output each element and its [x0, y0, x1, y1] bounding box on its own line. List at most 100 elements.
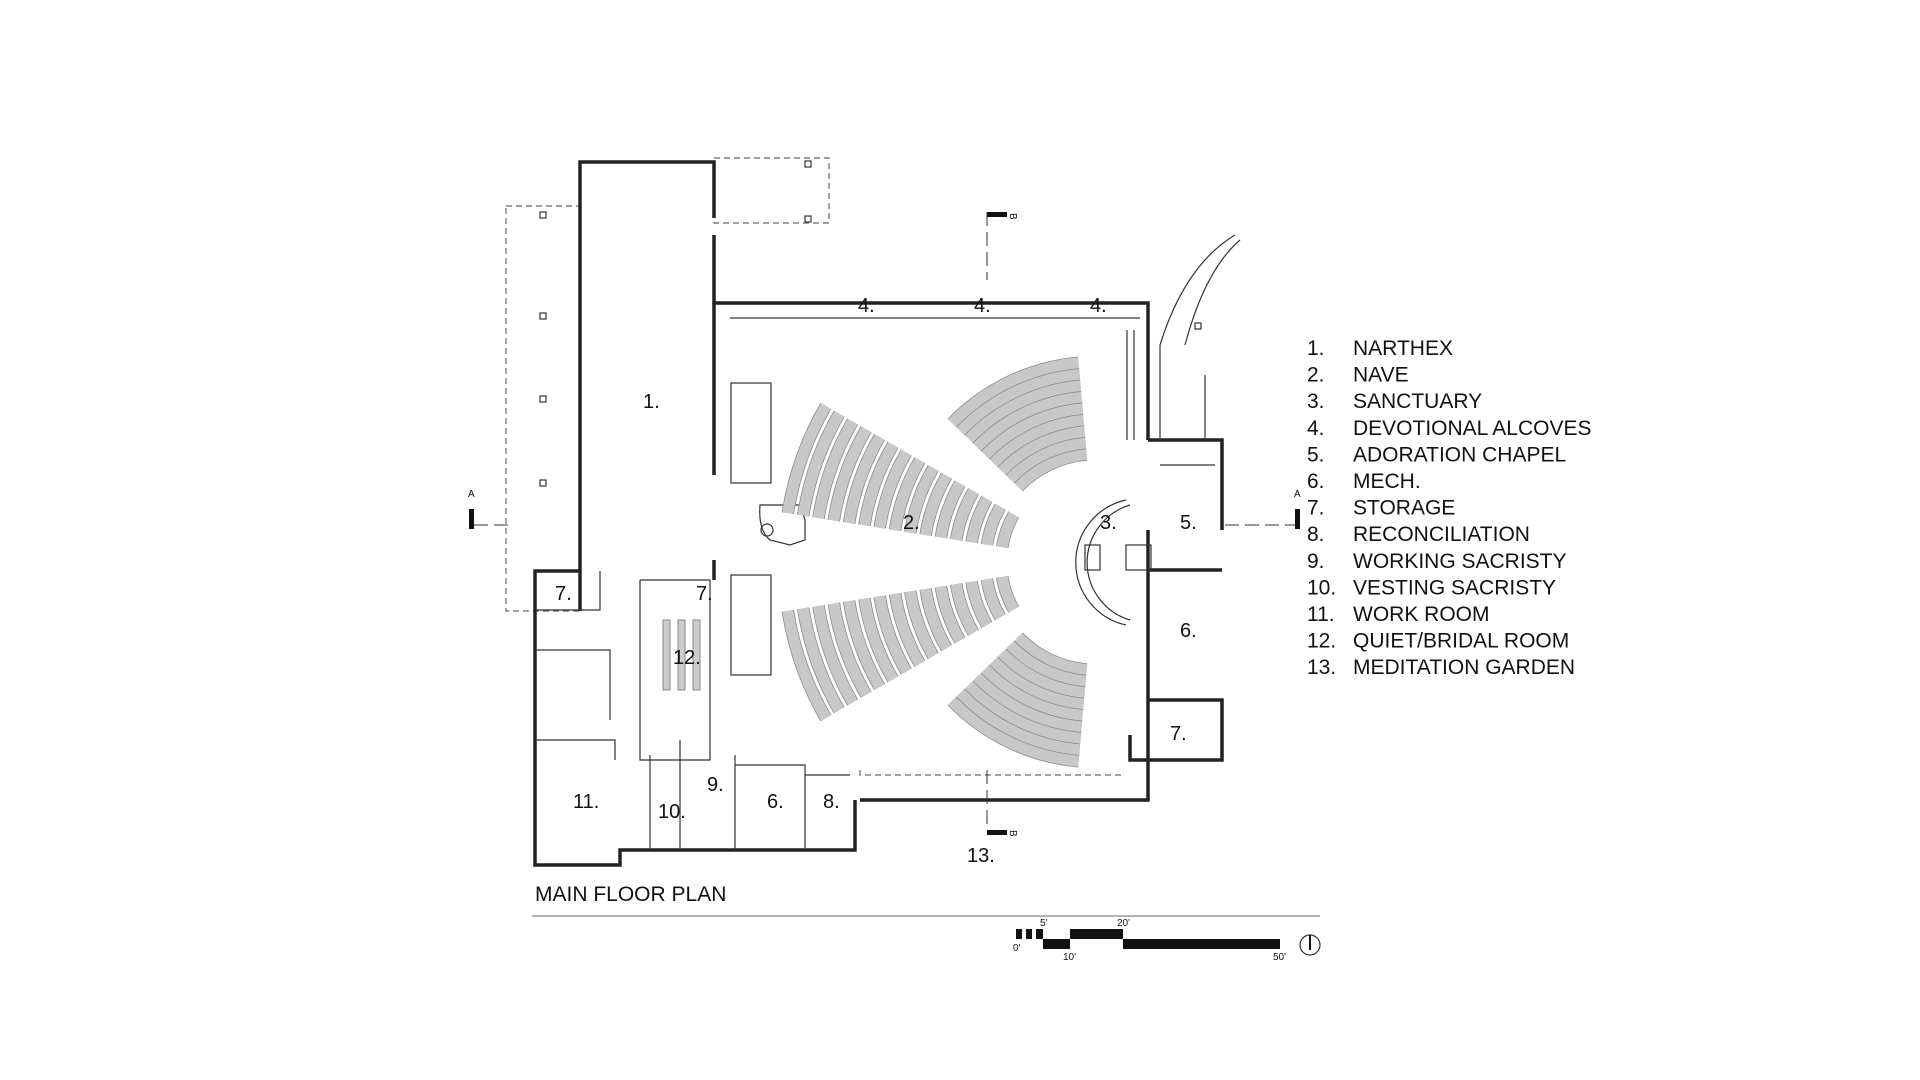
legend-item: WORK ROOM — [1353, 603, 1490, 626]
room-label-adoration: 5. — [1180, 512, 1197, 534]
legend-item: DEVOTIONAL ALCOVES — [1353, 417, 1591, 440]
pew — [989, 657, 1085, 710]
stair-south — [730, 574, 772, 676]
pew — [966, 496, 992, 544]
pew — [950, 488, 979, 541]
pew — [904, 590, 938, 659]
room-label-reconciliation: 8. — [823, 791, 840, 813]
pew — [1014, 448, 1088, 491]
scale-label: 5' — [1040, 918, 1048, 929]
section-marker-b-top: B — [986, 212, 1018, 280]
scale-label: 0' — [1013, 943, 1021, 954]
pew — [972, 673, 1083, 733]
walls — [533, 160, 1224, 867]
room-label-mech-south: 6. — [767, 791, 784, 813]
pew — [889, 457, 925, 532]
room-label-narthex: 1. — [643, 391, 660, 413]
pew — [858, 442, 898, 527]
room-label-mech-east: 6. — [1180, 620, 1197, 642]
room-label-storage-east: 7. — [1170, 723, 1187, 745]
pew — [996, 511, 1019, 549]
plan-title: MAIN FLOOR PLAN — [535, 883, 726, 906]
legend-item: RECONCILIATION — [1353, 523, 1530, 546]
room-label-work-room: 11. — [573, 791, 599, 813]
legend-item: WORKING SACRISTY — [1353, 550, 1567, 573]
pew — [920, 588, 952, 652]
legend-number: 9. — [1307, 550, 1325, 573]
legend-item: MEDITATION GARDEN — [1353, 656, 1575, 679]
pew — [874, 595, 912, 675]
pew — [964, 380, 1082, 443]
pew — [981, 665, 1084, 721]
pew — [858, 597, 898, 683]
pew — [889, 592, 925, 667]
section-label: A — [1294, 489, 1301, 500]
pew — [948, 697, 1080, 767]
curved-path — [1159, 234, 1236, 346]
pew — [797, 607, 844, 714]
room-label-alcove-1: 4. — [858, 295, 875, 317]
scale-label: 50' — [1273, 952, 1286, 963]
pew — [972, 391, 1083, 451]
legend-item: NARTHEX — [1353, 337, 1453, 360]
pew — [1006, 641, 1087, 687]
legend-number: 10. — [1307, 576, 1336, 599]
pew — [966, 580, 992, 628]
legend-item: STORAGE — [1353, 497, 1455, 520]
narthex-canopy — [505, 205, 581, 612]
pew — [956, 689, 1081, 756]
legend-number: 1. — [1307, 337, 1325, 360]
pew — [935, 585, 965, 644]
room-label-nave: 2. — [903, 512, 920, 534]
pew — [797, 411, 844, 517]
pew — [997, 649, 1086, 698]
quiet-room-benches — [662, 619, 701, 691]
altar — [1084, 544, 1101, 571]
room-label-garden: 13. — [967, 845, 995, 867]
pew — [1006, 437, 1087, 483]
pew — [782, 609, 831, 721]
room-label-sanctuary: 3. — [1100, 512, 1117, 534]
section-label: A — [468, 489, 475, 500]
sanctuary-step — [1075, 499, 1127, 626]
pew — [782, 403, 831, 515]
pew — [843, 434, 885, 524]
section-label: B — [1007, 213, 1018, 220]
room-label-working: 9. — [707, 774, 724, 796]
legend-number: 2. — [1307, 364, 1325, 387]
north-arrow-icon — [1299, 934, 1321, 956]
pew — [948, 357, 1080, 427]
entry-canopy — [713, 157, 830, 224]
legend-number: 13. — [1307, 656, 1336, 679]
legend-number: 4. — [1307, 417, 1325, 440]
pews — [781, 356, 1088, 768]
pew — [1014, 633, 1088, 676]
pew — [981, 578, 1006, 621]
font-basin — [760, 523, 774, 537]
sanctuary-platform — [1086, 504, 1131, 621]
scale-label: 20' — [1117, 918, 1130, 929]
room-label-vesting: 10. — [658, 801, 686, 823]
pew — [950, 583, 979, 636]
pew — [956, 368, 1081, 435]
legend-number: 11. — [1307, 603, 1335, 626]
legend-number: 5. — [1307, 443, 1325, 466]
pew — [828, 426, 871, 522]
columns — [539, 160, 1202, 487]
scale-label: 10' — [1063, 952, 1076, 963]
pew — [828, 602, 871, 698]
curved-path-inner — [1184, 239, 1241, 346]
pew — [920, 473, 952, 536]
pew — [981, 504, 1006, 546]
pew — [874, 449, 912, 529]
legend-item: ADORATION CHAPEL — [1353, 443, 1566, 466]
section-label: B — [1007, 830, 1018, 837]
room-label-storage-west: 7. — [555, 583, 572, 605]
legend-item: MECH. — [1353, 470, 1421, 493]
legend-number: 12. — [1307, 630, 1336, 653]
pew — [996, 575, 1019, 613]
ambo — [1125, 544, 1152, 571]
pew — [813, 605, 858, 706]
